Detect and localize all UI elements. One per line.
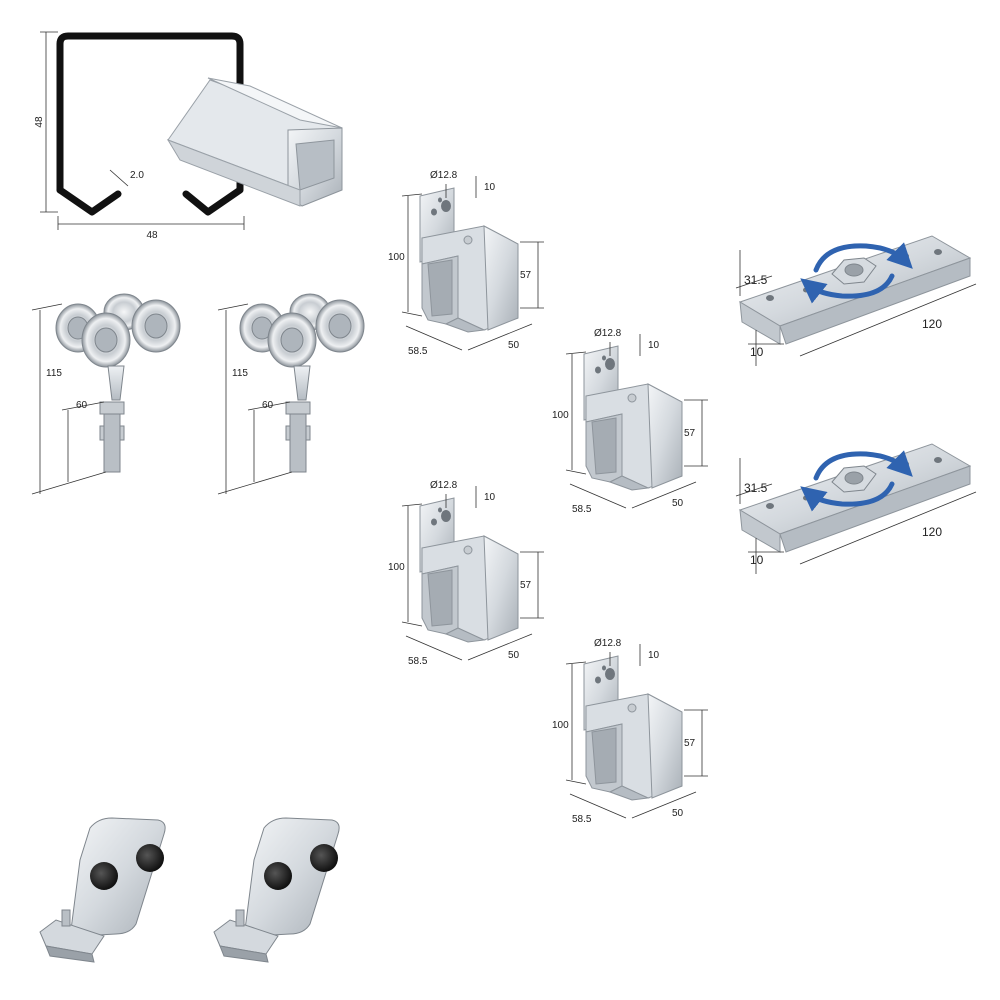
trolley-2: 115 60 bbox=[217, 293, 365, 495]
bracket-3-hole-label: Ø12.8 bbox=[430, 480, 458, 491]
trolley-1-bolt-dimension: 60 bbox=[61, 400, 105, 482]
trolley-2-total-height-label: 115 bbox=[232, 368, 248, 379]
bracket-2-hole bbox=[605, 358, 615, 370]
trolley-1-total-dimension: 115 bbox=[31, 303, 107, 495]
bracket-1-hole-label: Ø12.8 bbox=[430, 170, 458, 181]
rail-profile-outline bbox=[56, 32, 244, 216]
ceiling-bracket-2: 100 57 58.5 50 Ø12.8 10 bbox=[552, 328, 708, 515]
ceiling-bracket-4: 100 57 58.5 50 Ø12.8 10 bbox=[552, 638, 708, 825]
door-guide-2-roller-right bbox=[310, 844, 338, 872]
bracket-3-inner-height-label: 57 bbox=[520, 580, 532, 591]
rail-width-dimension: 48 bbox=[57, 216, 245, 241]
rail-3d bbox=[166, 77, 343, 207]
trolley-2-body bbox=[239, 293, 365, 473]
bracket-2-inner-height-label: 57 bbox=[684, 428, 696, 439]
rail-thickness-dimension: 2.0 bbox=[109, 169, 144, 187]
brackets-layer: 1005758.550Ø12.8101005758.550Ø12.8101005… bbox=[388, 170, 708, 825]
trolley-1: 115 60 bbox=[31, 293, 181, 495]
door-guide-2-roller-left bbox=[264, 862, 292, 890]
door-guide-1-roller-left bbox=[90, 862, 118, 890]
bracket-1-width-label: 50 bbox=[508, 340, 520, 351]
bracket-4-inner-height-label: 57 bbox=[684, 738, 696, 749]
trolley-2-total-dimension: 115 bbox=[217, 303, 293, 495]
plate-1-length-label: 120 bbox=[922, 317, 942, 331]
bracket-4-depth-label: 58.5 bbox=[572, 814, 592, 825]
trolley-1-body bbox=[55, 293, 181, 473]
bracket-4-hole bbox=[605, 668, 615, 680]
bracket-1-depth-label: 58.5 bbox=[408, 346, 428, 357]
bracket-2-width-label: 50 bbox=[672, 498, 684, 509]
rail-thickness-label: 2.0 bbox=[130, 170, 144, 181]
plate-2-edge-label: 31.5 bbox=[744, 481, 768, 495]
rail-height-label: 48 bbox=[34, 116, 45, 128]
rail-section: 48 48 2.0 bbox=[34, 31, 343, 241]
bracket-4-width-label: 50 bbox=[672, 808, 684, 819]
bracket-1-hole bbox=[441, 200, 451, 212]
bracket-4-height-label: 100 bbox=[552, 720, 569, 731]
mounting-plate-2: 31.5 10 120 bbox=[735, 443, 977, 574]
mounting-plate-1: 31.5 10 120 bbox=[735, 235, 977, 366]
door-guide-1 bbox=[39, 817, 166, 963]
trolley-2-bolt-dimension: 60 bbox=[247, 400, 291, 482]
rail-height-dimension: 48 bbox=[34, 31, 58, 213]
trolley-1-bolt-height-label: 60 bbox=[76, 400, 88, 411]
door-guide-2 bbox=[213, 817, 340, 963]
bracket-1-edge-label: 10 bbox=[484, 182, 496, 193]
bracket-3-depth-label: 58.5 bbox=[408, 656, 428, 667]
bracket-2-height-label: 100 bbox=[552, 410, 569, 421]
bracket-2-hole-label: Ø12.8 bbox=[594, 328, 622, 339]
trolley-1-total-height-label: 115 bbox=[46, 368, 62, 379]
bracket-3-hole bbox=[441, 510, 451, 522]
bracket-2-depth-label: 58.5 bbox=[572, 504, 592, 515]
bracket-3-height-label: 100 bbox=[388, 562, 405, 573]
bracket-4-edge-label: 10 bbox=[648, 650, 660, 661]
plate-1-edge-label: 31.5 bbox=[744, 273, 768, 287]
bracket-1-height-label: 100 bbox=[388, 252, 405, 263]
plate-1-rotation-arrow-icon bbox=[813, 242, 913, 273]
bracket-1-inner-height-label: 57 bbox=[520, 270, 532, 281]
trolley-2-bolt-height-label: 60 bbox=[262, 400, 274, 411]
ceiling-bracket-1: 100 57 58.5 50 Ø12.8 10 bbox=[388, 170, 544, 357]
plate-2-rotation-arrow-icon-2 bbox=[800, 481, 895, 512]
plate-1-height-label: 10 bbox=[750, 345, 764, 359]
bracket-2-edge-label: 10 bbox=[648, 340, 660, 351]
plates-layer: 31.5 10 120 31.5 10 120 bbox=[735, 235, 977, 574]
plate-2-length-label: 120 bbox=[922, 525, 942, 539]
door-guide-1-roller-right bbox=[136, 844, 164, 872]
plate-1-rotation-arrow-icon-2 bbox=[800, 273, 895, 304]
rail-width-label: 48 bbox=[146, 230, 158, 241]
ceiling-bracket-3: 100 57 58.5 50 Ø12.8 10 bbox=[388, 480, 544, 667]
plate-2-rotation-arrow-icon bbox=[813, 450, 913, 481]
bracket-4-hole-label: Ø12.8 bbox=[594, 638, 622, 649]
plate-2-height-label: 10 bbox=[750, 553, 764, 567]
bracket-3-edge-label: 10 bbox=[484, 492, 496, 503]
bracket-3-width-label: 50 bbox=[508, 650, 520, 661]
